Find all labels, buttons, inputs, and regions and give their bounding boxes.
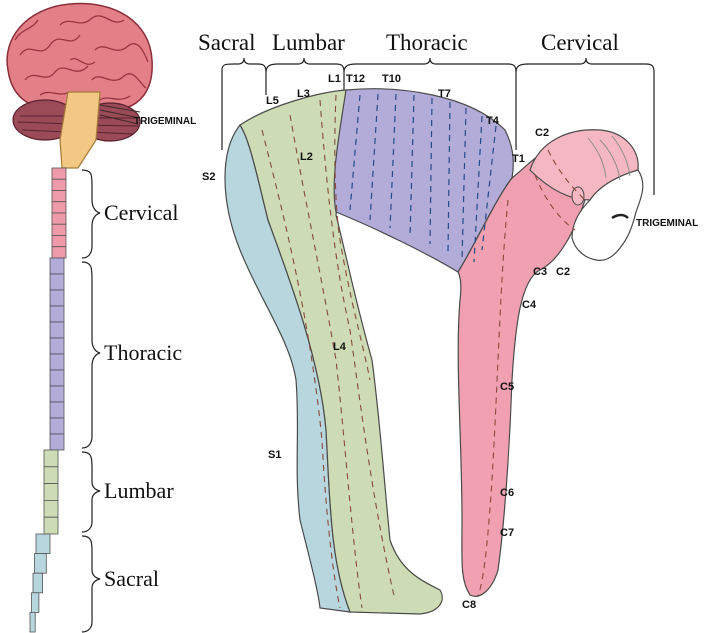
top-label-lumbar: Lumbar <box>272 30 345 55</box>
spine-segment-thoracic <box>49 289 65 307</box>
label-s2: S2 <box>202 171 215 183</box>
left-brackets <box>81 169 101 633</box>
hair-strands <box>587 135 631 181</box>
label-l2: L2 <box>300 151 313 163</box>
top-label-sacral: Sacral <box>198 30 255 55</box>
ear-icon <box>571 186 585 206</box>
spine-segment-thoracic <box>49 385 65 403</box>
spine-segment-thoracic <box>49 369 65 387</box>
spine-label-thoracic: Thoracic <box>104 340 182 365</box>
spine-segment-thoracic <box>49 257 65 275</box>
spine-segment-cervical <box>51 235 67 248</box>
eyebrow-icon <box>611 213 629 220</box>
label-l1: L1 <box>328 73 341 85</box>
face-trigeminal-region <box>571 169 644 261</box>
top-label-cervical: Cervical <box>541 30 619 55</box>
spine-segment-thoracic <box>49 401 65 419</box>
trigeminal-label-left: TRIGEMINAL <box>134 116 196 127</box>
spine-segment-thoracic <box>49 353 65 371</box>
limb-dermatome-lines <box>261 94 586 609</box>
cervical-region <box>457 144 586 597</box>
spine-segment-thoracic <box>49 433 65 451</box>
spine-segment-lumbar <box>43 466 59 484</box>
spine-segment-sacral <box>32 572 44 594</box>
label-c2-top: C2 <box>535 127 549 139</box>
label-c2-neck: C2 <box>556 266 570 278</box>
label-t1: T1 <box>512 153 525 165</box>
spine-segment-sacral <box>34 553 47 574</box>
label-c7: C7 <box>500 527 514 539</box>
spine-segment-cervical <box>51 178 67 191</box>
spine-segment-lumbar <box>43 499 59 518</box>
spine-segment-cervical <box>51 223 67 236</box>
spine-segment-thoracic <box>49 305 65 323</box>
top-label-thoracic: Thoracic <box>386 30 468 55</box>
spine-label-sacral: Sacral <box>104 566 159 591</box>
spine-segment-cervical <box>51 167 67 180</box>
label-t12: T12 <box>346 73 365 85</box>
label-l3: L3 <box>297 88 310 100</box>
trigeminal-nerve-lines <box>99 104 141 125</box>
spine-segment-cervical <box>51 201 67 214</box>
spine-segment-cervical <box>51 190 67 203</box>
spine-segment-thoracic <box>49 337 65 355</box>
dermatome-labels: S2 L5 L3 L1 T12 T10 T7 T4 T1 C2 L2 C3 C2… <box>202 73 570 611</box>
spine-segment-sacral <box>35 533 51 555</box>
spine-segment-lumbar <box>43 483 59 501</box>
spine-segment-cervical <box>51 212 67 225</box>
spine-segment-sacral <box>31 592 40 613</box>
human-figure <box>224 88 644 615</box>
brain-gyri <box>14 15 149 101</box>
label-c5: C5 <box>500 381 514 393</box>
label-l5: L5 <box>266 95 279 107</box>
label-c6: C6 <box>500 487 514 499</box>
thoracic-dermatome-lines <box>349 93 497 263</box>
spine-segment-sacral <box>29 612 36 633</box>
spine-segment-thoracic <box>49 321 65 339</box>
top-brackets <box>221 57 655 195</box>
label-t10: T10 <box>382 73 401 85</box>
spine-label-lumbar: Lumbar <box>104 478 174 503</box>
spine-segment-thoracic <box>49 417 65 435</box>
spine-segment-thoracic <box>49 273 65 291</box>
spine-segment-lumbar <box>43 516 59 535</box>
brain <box>6 2 153 169</box>
spine-segment-cervical <box>51 246 67 259</box>
label-l4: L4 <box>333 341 347 353</box>
label-s1: S1 <box>268 449 281 461</box>
spine-label-cervical: Cervical <box>104 200 179 225</box>
spine-segment-lumbar <box>43 449 59 468</box>
label-t4: T4 <box>486 115 500 127</box>
spinal-cord <box>29 167 67 633</box>
label-t7: T7 <box>438 88 451 100</box>
label-c8: C8 <box>462 599 476 611</box>
trigeminal-label-right: TRIGEMINAL <box>636 218 698 229</box>
label-c3: C3 <box>533 266 547 278</box>
label-c4: C4 <box>522 299 537 311</box>
